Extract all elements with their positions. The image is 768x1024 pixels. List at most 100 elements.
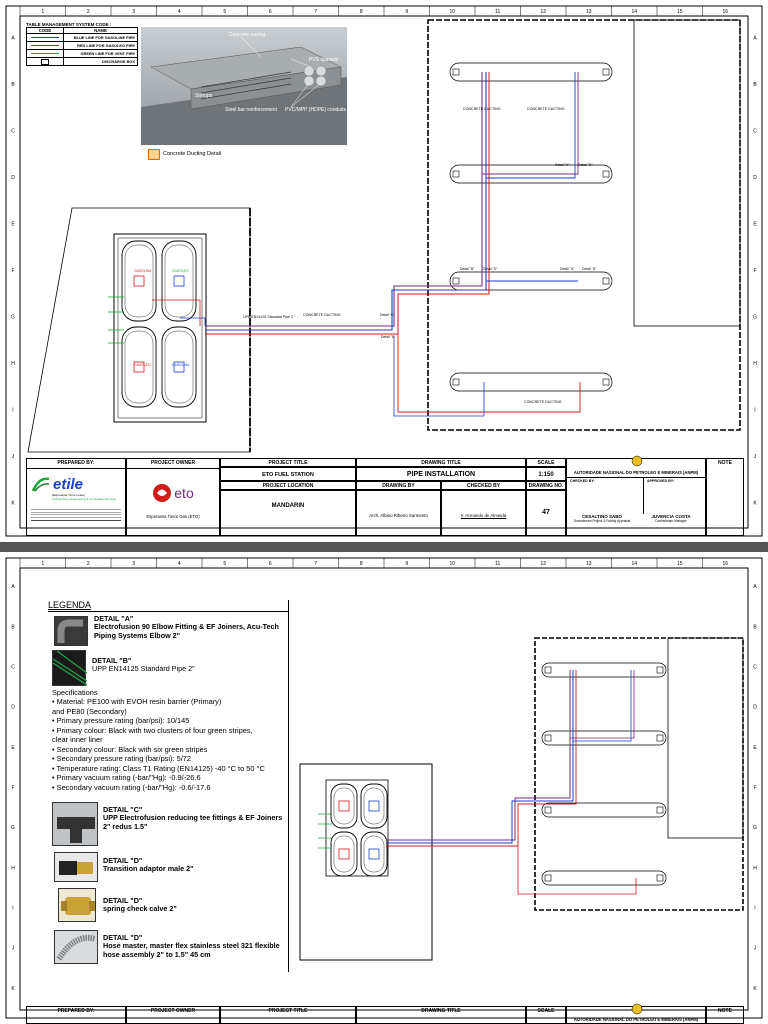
dispenser-pump (544, 734, 552, 742)
legend-item-a: DETAIL "A" Electrofusion 90 Elbow Fittin… (94, 614, 284, 640)
specs-title: Specifications (52, 688, 98, 697)
legend-a-title: DETAIL "A" (94, 614, 134, 623)
legend-c-title: DETAIL "C" (103, 805, 143, 814)
drawing-title-cell: PIPE INSTALLATION (356, 467, 526, 481)
location-header-cell: PROJECT LOCATION (220, 481, 356, 490)
project-title-header: PROJECT TITLE (268, 460, 308, 466)
pipe-run (482, 72, 579, 175)
row-letter: E (753, 745, 757, 751)
checker-name: CESALTINO SABO (582, 514, 622, 519)
fuel-tank (121, 326, 157, 408)
legend-a-name: Electrofusion 90 Elbow Fitting & EF Join… (94, 622, 279, 640)
row-letter: J (754, 454, 757, 460)
legend-d1-name: Transition adaptor male 2" (103, 864, 194, 874)
detail-d-callout: Detail "D" (381, 335, 396, 339)
pipe-site-plan-2 (299, 637, 744, 961)
project-title-header-cell: PROJECT TITLE (220, 458, 356, 467)
detail-d-callout-4: Detail "D" (582, 267, 597, 271)
spec-line: • Primary vacuum rating (-bar/"Hg): -0.9… (52, 773, 201, 783)
manhole (338, 800, 350, 812)
approved-by-label: APPROVED BY: (647, 479, 675, 483)
fuel-tank (330, 783, 358, 829)
fuel-tank (161, 240, 197, 322)
detail-a-callout-2: Detail "A" (560, 267, 575, 271)
location-header: PROJECT LOCATION (262, 483, 314, 489)
specifications: Specifications • Material: PE100 with EV… (52, 688, 284, 792)
checked-by-cell: Ir. Armando de Almeida (441, 490, 526, 536)
spec-line: • Secondary vacuum rating (-bar/"Hg): -0… (52, 782, 211, 792)
column-number: 3 (132, 9, 135, 15)
dispenser-pump (656, 874, 664, 882)
column-number: 15 (677, 561, 683, 567)
drawing-title-header-2: DRAWING TITLE (421, 1008, 461, 1014)
checked-by-anpm-label: CHECKED BY: (570, 479, 595, 483)
col-code-header: CODE (27, 28, 64, 34)
row-letter: C (11, 128, 15, 134)
note-cell: NOTE (706, 458, 744, 536)
spec-line: and PE80 (Secondary) (52, 706, 127, 716)
row-letter: E (11, 745, 15, 751)
pipe-run (573, 670, 632, 742)
company-logo-icon (31, 477, 50, 492)
row-letter: B (753, 624, 757, 630)
dispenser-island (449, 372, 613, 392)
elbow-fitting-image (54, 616, 88, 646)
project-location: MANDARIN (271, 503, 305, 509)
dispenser-island (449, 62, 613, 82)
column-number: 7 (314, 9, 317, 15)
pipe-run (386, 670, 574, 844)
detail-d-callout-3: Detail "D" (578, 163, 593, 167)
dispenser-pump (656, 806, 664, 814)
drawing-by: Arch. Albino Ribeiro Sarmento (369, 513, 428, 518)
company-sub1: (Esperansa Timor Leste) (52, 493, 85, 497)
pipe-run (486, 72, 576, 179)
row-letter: D (753, 175, 757, 181)
scale-header-2: SCALE (537, 1008, 555, 1014)
anpm-emblem-icon (631, 455, 643, 467)
pipe-run (393, 336, 485, 417)
pipe-code-table: TABLE MANAGEMENT SYSTEM CODE : CODE NAME… (26, 22, 138, 67)
dispenser-pump (656, 734, 664, 742)
row-letter: D (11, 705, 15, 711)
column-number: 16 (722, 9, 728, 15)
legend-item-d1: DETAIL "D" Transition adaptor male 2" (103, 856, 283, 874)
concrete-ducting-label-right: CONCRETE DUCTING (527, 107, 565, 111)
dispenser-island (449, 164, 613, 184)
manhole (368, 848, 380, 860)
column-number: 7 (314, 561, 317, 567)
spec-line: • Primary pressure rating (bar/psi): 10/… (52, 716, 190, 726)
dispenser-pump (544, 666, 552, 674)
drawing-by-header-cell: DRAWING BY (356, 481, 441, 490)
column-number: 4 (178, 561, 181, 567)
column-number: 11 (495, 561, 500, 567)
title-block-2: PREPARED BY: PROJECT OWNER PROJECT TITLE… (26, 1003, 744, 1024)
row-letter: H (11, 865, 15, 871)
row-letter: C (753, 664, 757, 670)
detail-a-callout: Detail "A" (555, 163, 570, 167)
column-number: 16 (722, 561, 728, 567)
code-swatch (27, 50, 64, 58)
detail-b-callout: Detail "B" (460, 267, 475, 271)
scale-header: SCALE (537, 460, 555, 466)
legend-item-c: DETAIL "C" UPP Electrofusion reducing te… (103, 805, 283, 831)
dispenser-island (541, 730, 667, 746)
project-owner-header: PROJECT OWNER (127, 459, 219, 469)
column-number: 12 (540, 561, 546, 567)
dispenser-pump (656, 666, 664, 674)
legend-panel: LEGENDA (48, 600, 289, 972)
pipe-run (397, 334, 581, 413)
row-letter: I (12, 408, 13, 414)
fuel-tank (360, 783, 388, 829)
column-number: 5 (223, 9, 226, 15)
column-number: 15 (677, 9, 683, 15)
column-number: 8 (360, 561, 363, 567)
spec-line: • Secondary pressure rating (bar/psi): 5… (52, 754, 191, 764)
column-number: 8 (360, 9, 363, 15)
row-letter: K (11, 501, 15, 507)
pipe-run (386, 670, 571, 841)
drawing-by-header: DRAWING BY (382, 483, 415, 489)
prepared-by-cell: PREPARED BY: etile (Esperansa Timor Lest… (26, 458, 126, 536)
drawing-no-header-cell: DRAWING NO. (526, 481, 566, 490)
tank-label-4: GASOLINA (172, 363, 190, 367)
